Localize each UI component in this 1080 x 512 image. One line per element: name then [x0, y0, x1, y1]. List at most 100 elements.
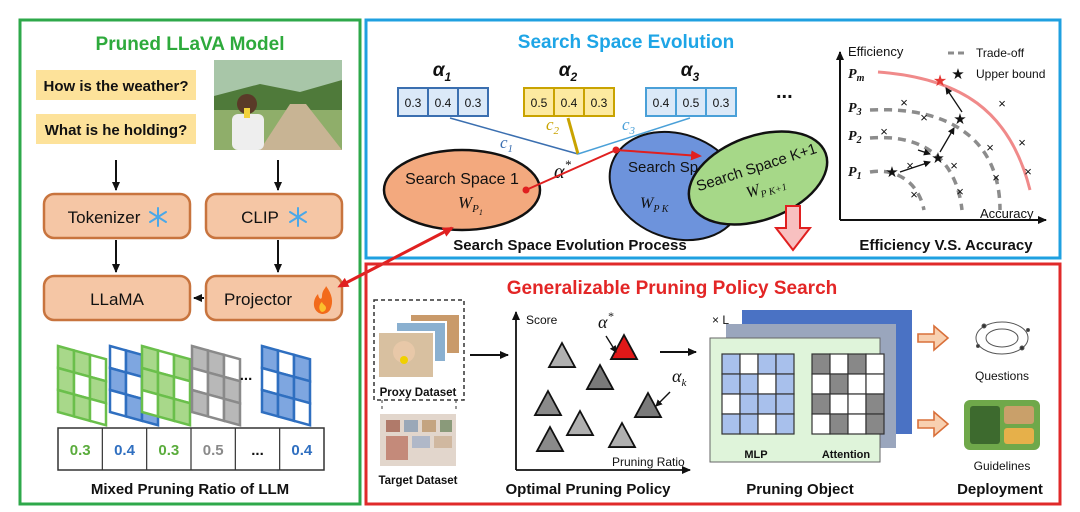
- policy-triangle: [565, 409, 595, 436]
- mlp-cell: [757, 413, 777, 435]
- questions-sketch-icon: [975, 321, 1030, 355]
- policy-alpha-star: α*: [598, 309, 613, 332]
- alpha-cell-value: 0.3: [713, 96, 730, 110]
- blue-panel-border: [364, 18, 1062, 260]
- projector-link-arrow: [337, 226, 454, 288]
- y-axis-label: Efficiency: [848, 44, 904, 59]
- llama-box: [42, 274, 192, 322]
- policy-triangle: [607, 421, 637, 448]
- pruning-grid: [140, 344, 192, 427]
- cross-marker: ×: [950, 158, 958, 173]
- proxy-dataset-frame: [373, 299, 465, 401]
- ratio-value: 0.4: [291, 442, 313, 459]
- grid-cell: [108, 388, 128, 419]
- grid-cell: [72, 392, 92, 423]
- proxy-dataset-label: Proxy Dataset: [380, 387, 457, 399]
- attention-cell: [847, 413, 867, 435]
- star-marker-p1: ★: [885, 164, 898, 181]
- pruning-object-caption: Pruning Object: [746, 481, 854, 498]
- red-panel-border: [364, 262, 1062, 506]
- mlp-cell: [739, 353, 759, 375]
- evolution-title: Search Space Evolution: [518, 32, 734, 53]
- star-marker-pm: ★: [933, 73, 947, 90]
- ratio-value: 0.3: [158, 442, 179, 459]
- mlp-label: MLP: [744, 449, 767, 461]
- mlp-cell: [757, 353, 777, 375]
- tradeoff-curve-p1: [869, 169, 926, 211]
- pruned-llava-title: Pruned LLaVA Model: [96, 34, 285, 55]
- mlp-cell: [775, 413, 795, 435]
- tokenizer-label: Tokenizer: [68, 208, 141, 227]
- legend-upper-bound: Upper bound: [976, 67, 1045, 81]
- cross-marker: ×: [906, 158, 914, 173]
- question-1-box: [36, 70, 196, 100]
- c1-line: [449, 117, 579, 155]
- alpha-star-label: α*: [554, 157, 572, 183]
- alpha-label: α1: [433, 60, 452, 84]
- grid-cell: [276, 392, 296, 423]
- llama-label: LLaMA: [90, 290, 145, 309]
- search-space-1: [382, 148, 542, 232]
- star-icon: ★: [951, 66, 964, 83]
- pruned-llava-panel: Pruned LLaVA Model How is the weather? W…: [18, 18, 362, 506]
- snowflake-icon: [289, 207, 307, 227]
- cross-marker: ×: [910, 187, 918, 202]
- policy-title: Generalizable Pruning Policy Search: [507, 278, 838, 299]
- search-space-1-label: Search Space 1: [405, 171, 519, 188]
- grid-cell: [206, 392, 226, 423]
- down-arrow-icon: [773, 205, 813, 252]
- policy-triangle: [533, 389, 563, 416]
- tokenizer-box: [42, 192, 192, 240]
- p-1-label: P1: [848, 165, 862, 182]
- fire-icon: [313, 286, 333, 314]
- efficiency-accuracy-chart: Efficiency Accuracy Trade-off ★ Upper bo…: [836, 44, 1047, 254]
- pruning-policy-panel: Generalizable Pruning Policy Search Prox…: [364, 262, 1062, 506]
- alpha-cell: [523, 87, 555, 117]
- cross-marker: ×: [920, 110, 928, 125]
- alpha-cell-value: 0.4: [435, 96, 452, 110]
- policy-triangle: [585, 363, 615, 390]
- c3-line: [577, 117, 691, 155]
- grid-cell: [292, 397, 312, 427]
- mixed-ratio-caption: Mixed Pruning Ratio of LLM: [91, 481, 289, 498]
- c3-label: c3: [622, 115, 636, 137]
- ratio-value: ...: [251, 442, 264, 459]
- mlp-cell: [739, 393, 759, 415]
- star-marker-p3: ★: [953, 111, 966, 128]
- optimal-policy-triangle: [609, 333, 639, 360]
- grid-cell: [56, 388, 76, 419]
- alpha-cell: [645, 87, 677, 117]
- score-label: Score: [526, 313, 558, 327]
- alpha-cell: [583, 87, 615, 117]
- pruning-grid: [190, 344, 242, 427]
- alpha-cell-value: 0.4: [653, 96, 670, 110]
- target-images: [380, 414, 456, 466]
- tradeoff-curve-p2: [869, 135, 964, 211]
- alpha-cell: [705, 87, 737, 117]
- alpha-cell-value: 0.3: [591, 96, 608, 110]
- alpha-ellipsis: ...: [776, 81, 793, 103]
- mlp-cell: [775, 393, 795, 415]
- attention-cell: [811, 353, 831, 375]
- grid-cell: [260, 388, 280, 419]
- grid-cell: [172, 397, 192, 427]
- attention-cell: [847, 373, 867, 395]
- pruning-ratio-label: Pruning Ratio: [612, 455, 685, 469]
- question-2-text: What is he holding?: [45, 122, 188, 139]
- projector-label: Projector: [224, 290, 292, 309]
- p-2-label: P2: [848, 129, 862, 146]
- attention-cell: [847, 393, 867, 415]
- proxy-images: [377, 313, 461, 379]
- search-space-k-plus-1: [687, 130, 829, 226]
- c2-line: [566, 117, 580, 155]
- policy-triangle: [547, 341, 577, 368]
- grid-cell: [88, 397, 108, 427]
- chart-caption: Efficiency V.S. Accuracy: [859, 237, 1033, 254]
- pruning-grid: [56, 344, 108, 427]
- pareto-curve: [877, 70, 1032, 191]
- grid-ellipsis: ...: [240, 367, 253, 384]
